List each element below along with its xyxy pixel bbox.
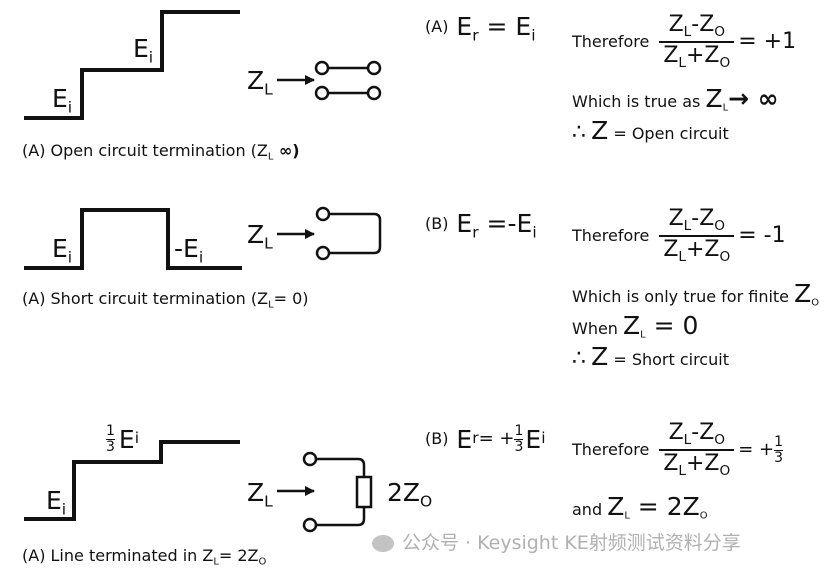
- short-circuit-waveform: [24, 208, 242, 270]
- lower-step-label: Ei: [52, 84, 73, 117]
- short-terminal-node: [315, 206, 331, 222]
- reflection-coefficient-equation: Therefore ZL-ZO ZL+ZO = +1: [572, 12, 797, 72]
- lower-step-label: Ei: [46, 486, 67, 519]
- line-termination-caption: (A) Line terminated in ZL= 2ZO: [22, 546, 267, 568]
- condition-line: Which is true as ZL→ ∞: [572, 84, 779, 114]
- line-termination-waveform: [24, 440, 240, 521]
- resistor-bottom-lead: [317, 507, 366, 527]
- short-terminal-node: [315, 245, 331, 261]
- resistor-body: [355, 475, 373, 509]
- reflection-fraction: ZL-ZO ZL+ZO: [659, 14, 735, 71]
- open-circuit-waveform: [24, 10, 240, 120]
- and-line: and ZL = 2ZO: [572, 492, 708, 522]
- open-circuit-caption: (A) Open circuit termination (ZL ∞): [22, 141, 300, 163]
- upper-step-label: Ei: [133, 34, 154, 67]
- watermark: 公众号 · Keysight KE射频测试资料分享: [372, 528, 741, 555]
- condition-line: Which is only true for finite ZO: [572, 279, 820, 309]
- incident-step-label: Ei: [52, 234, 73, 267]
- reflection-coefficient-equation: Therefore ZL-ZO ZL+ZO = -1: [572, 206, 786, 266]
- short-circuit-caption: (A) Short circuit termination (ZL= 0): [22, 289, 309, 311]
- reflection-equation: (A) Er = Ei: [425, 12, 536, 45]
- resistor-top-lead: [317, 457, 366, 477]
- resistor-value-label: 2ZO: [387, 478, 433, 511]
- reflection-fraction: ZL-ZO ZL+ZO: [659, 208, 735, 265]
- open-terminal-node: [314, 60, 330, 76]
- wechat-icon: [372, 535, 394, 552]
- load-impedance-label: ZL: [247, 66, 273, 99]
- open-terminal-node: [314, 85, 330, 101]
- reflection-fraction: ZL-ZO ZL+ZO: [659, 422, 735, 479]
- resistor-terminal-node: [302, 451, 318, 467]
- load-impedance-label: ZL: [247, 220, 273, 253]
- conclusion-line: ∴ Z = Open circuit: [572, 116, 729, 145]
- when-line: When ZL = 0: [572, 311, 699, 341]
- short-circuit-loop: [330, 212, 382, 255]
- conclusion-line: ∴ Z = Short circuit: [572, 342, 729, 371]
- load-impedance-label: ZL: [247, 478, 273, 511]
- reflection-equation: (B) Er =-Ei: [425, 209, 537, 242]
- open-terminal-node: [366, 85, 382, 101]
- reflected-step-label: -Ei: [174, 234, 204, 267]
- resistor-terminal-node: [302, 517, 318, 533]
- open-terminal-node: [366, 60, 382, 76]
